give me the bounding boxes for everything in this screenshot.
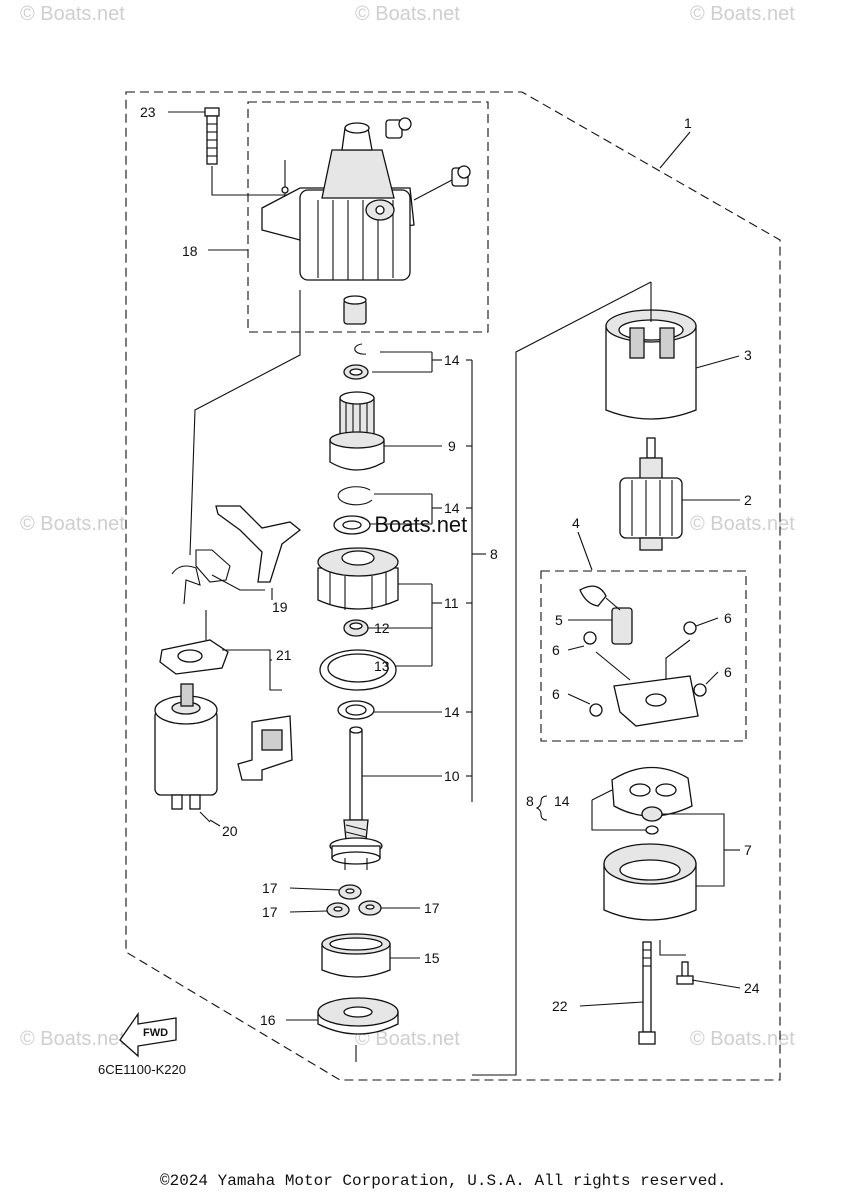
callout-24: 24 [744,980,760,996]
solenoid-switch [154,683,218,810]
cover-bracket [237,715,293,781]
end-plate [317,997,399,1035]
brush-lead [579,585,633,645]
callout-4: 4 [572,515,580,531]
copyright-notice: ©2024 Yamaha Motor Corporation, U.S.A. A… [160,1172,727,1190]
watermark: © Boats.net [20,3,125,25]
callout-15: 15 [424,950,440,966]
rear-cover [603,843,697,921]
gasket [319,649,397,691]
internal-gear [321,933,391,978]
washer [333,515,371,535]
callout-20: 20 [222,823,238,839]
callout-12: 12 [374,620,390,636]
callout-6: 6 [552,642,560,658]
collar [343,364,369,380]
gear-carrier-housing [317,547,399,610]
bolt-23 [204,107,220,165]
callout-2: 2 [744,492,752,508]
screw [676,961,694,985]
diagram-code: 6CE1100-K220 [98,1062,186,1077]
callout-6: 6 [724,610,732,626]
callout-13: 13 [374,658,390,674]
callout-17: 17 [262,880,278,896]
spring [171,565,201,605]
callout-14: 14 [444,704,460,720]
callout-17: 17 [262,904,278,920]
washer [337,700,375,720]
callout-11: 11 [444,595,459,611]
shaft [329,726,383,870]
assembly-outline [125,91,781,1081]
callout-17: 17 [424,900,440,916]
armature [619,437,683,551]
callout-14: 14 [444,352,460,368]
through-bolt [638,941,656,1045]
callout-8-group: 8 [526,793,534,809]
snap-ring [337,486,373,506]
fwd-label: FWD [143,1027,168,1039]
callout-14: 14 [444,500,460,516]
brush-holder-group-outline [540,570,747,742]
yoke [605,309,697,420]
bushing [385,117,412,139]
callout-3: 3 [744,347,752,363]
watermark: © Boats.net [20,1028,125,1050]
gasket-plate [159,639,229,675]
callout-22: 22 [552,998,568,1014]
watermark: © Boats.net [355,3,460,25]
group-bracket [535,795,548,821]
callout-7: 7 [744,842,752,858]
callout-21: 21 [276,647,292,663]
callout-19: 19 [272,599,288,615]
callout-6: 6 [552,686,560,702]
shift-lever [195,505,302,583]
circlip [354,343,367,355]
brush-plate [611,766,693,817]
callout-6: 6 [724,664,732,680]
watermark: © Boats.net [690,1028,795,1050]
callout-18: 18 [182,243,198,259]
watermark: © Boats.net [690,513,795,535]
callout-labels: 23 1 18 3 14 9 14 2 4 8 11 19 5 6 12 6 2… [140,104,760,1028]
callout-16: 16 [260,1012,276,1028]
watermark: © Boats.net [355,1028,460,1050]
bearing [343,619,369,637]
callout-8: 8 [490,546,498,562]
callout-1: 1 [684,115,692,131]
housing-group-outline [247,101,489,333]
callout-23: 23 [140,104,156,120]
starter-housing [261,122,415,281]
callout-14-group: 14 [554,793,570,809]
bearing [343,295,367,325]
callout-9: 9 [448,438,456,454]
callout-10: 10 [444,768,460,784]
brush-spring [583,621,707,717]
watermark: © Boats.net [690,3,795,25]
watermark: © Boats.net [20,513,125,535]
brush-holder [613,675,699,727]
callout-5: 5 [555,612,563,628]
fwd-arrow-icon: FWD [119,1011,177,1058]
bushing [451,165,471,187]
drive-pinion [329,391,385,471]
leader-lines [168,111,741,1021]
